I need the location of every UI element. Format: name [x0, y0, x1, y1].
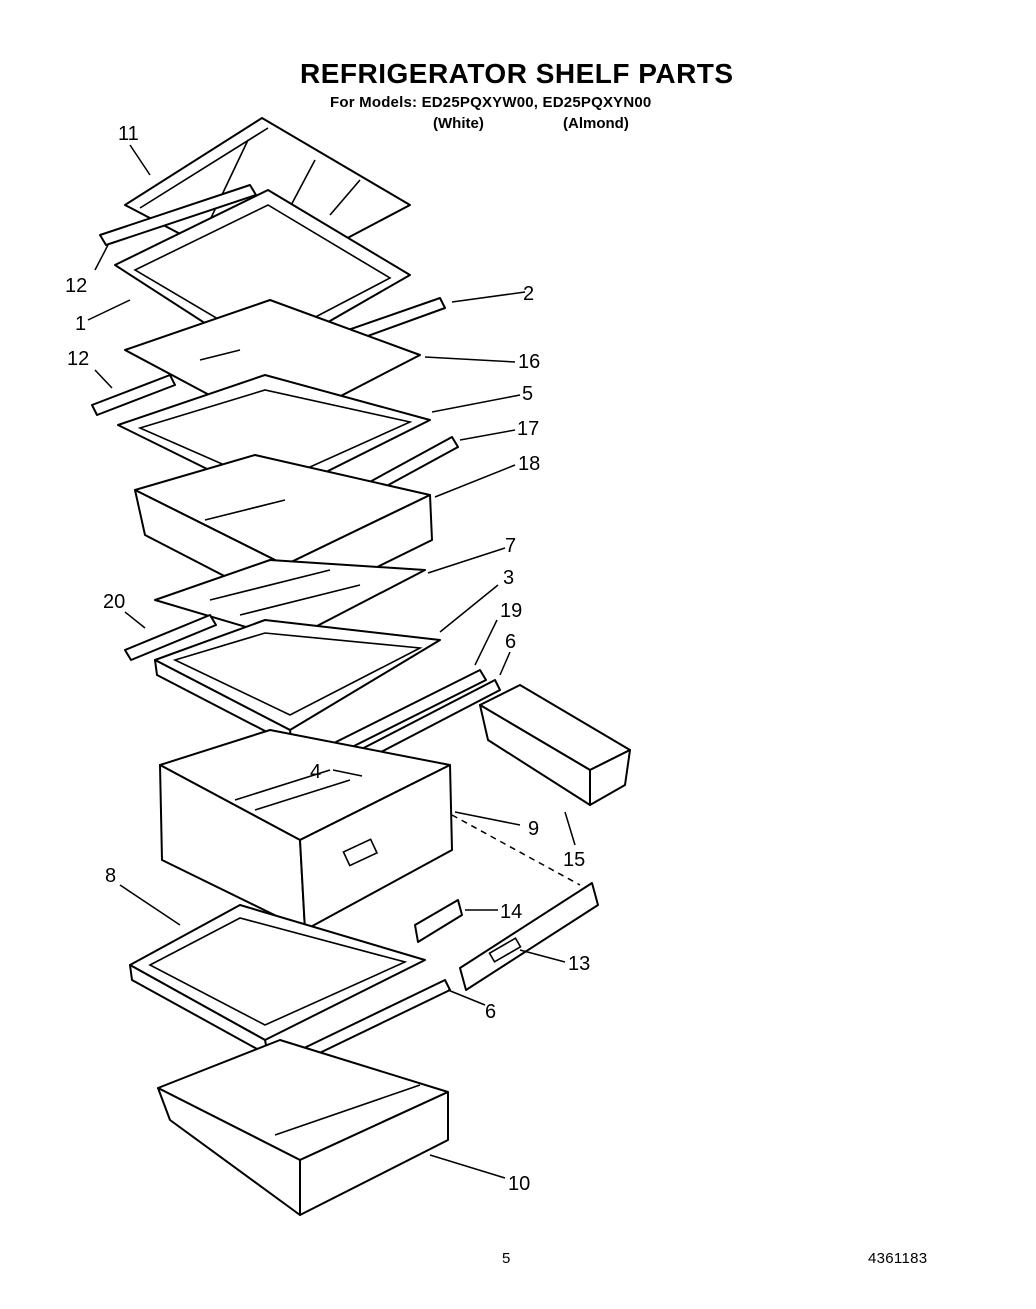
callout-4: 4 — [310, 761, 321, 783]
callout-13: 13 — [568, 953, 590, 975]
callout-17: 17 — [517, 418, 539, 440]
callout-20: 20 — [103, 591, 125, 613]
callout-3: 3 — [503, 567, 514, 589]
callout-14: 14 — [500, 901, 522, 923]
page-number: 5 — [502, 1250, 511, 1267]
callout-12-lower: 12 — [67, 348, 89, 370]
callout-5: 5 — [522, 383, 533, 405]
callout-8: 8 — [105, 865, 116, 887]
part-8-drawer-cover — [129, 904, 426, 1056]
callout-16: 16 — [518, 351, 540, 373]
variant-almond-label: (Almond) — [563, 115, 629, 132]
callout-12-upper: 12 — [65, 275, 87, 297]
callout-19: 19 — [500, 600, 522, 622]
callout-18: 18 — [518, 453, 540, 475]
callout-10: 10 — [508, 1173, 530, 1195]
callout-15: 15 — [563, 849, 585, 871]
models-line: For Models: ED25PQXYW00, ED25PQXYN00 — [330, 94, 652, 111]
callout-6-lower: 6 — [485, 1001, 496, 1023]
part-15-door-bin — [479, 684, 631, 806]
page-title: REFRIGERATOR SHELF PARTS — [300, 58, 734, 89]
callout-7: 7 — [505, 535, 516, 557]
part-13-front-plate — [459, 882, 599, 991]
callout-9: 9 — [528, 818, 539, 840]
part-12-lower-rail — [91, 374, 176, 416]
part-10-drawer — [157, 1039, 449, 1216]
callout-6-upper: 6 — [505, 631, 516, 653]
callout-1: 1 — [75, 313, 86, 335]
part-14-bracket — [414, 899, 463, 943]
callout-2: 2 — [523, 283, 534, 305]
part-9-crisper-drawer — [159, 729, 453, 931]
part-20-rod — [124, 614, 217, 661]
dashed-alignment-line — [451, 814, 581, 886]
variant-white-label: (White) — [433, 115, 484, 132]
part-3-shelf-frame — [154, 619, 441, 746]
callout-11: 11 — [118, 123, 139, 145]
document-number: 4361183 — [868, 1250, 928, 1267]
